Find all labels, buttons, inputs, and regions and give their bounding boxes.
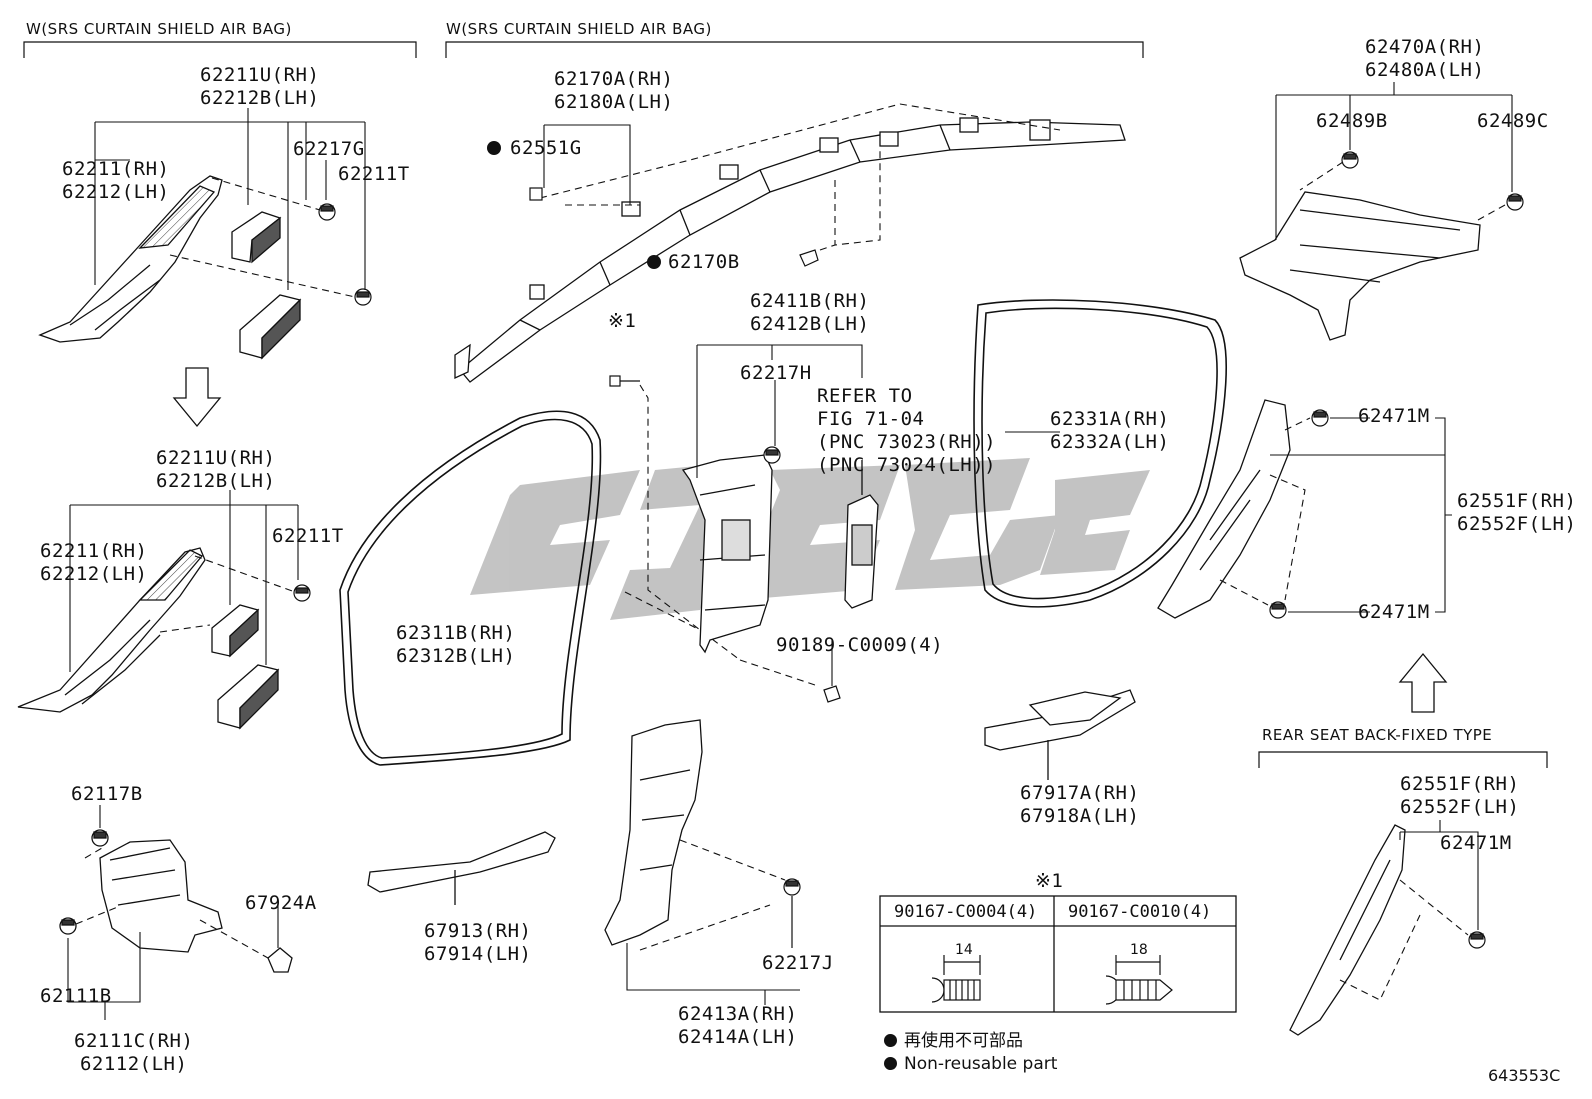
- leader-lines-left-top: [94, 108, 366, 290]
- label-67913[interactable]: 67913(RH)67914(LH): [424, 920, 532, 965]
- screw-drawing-1: [931, 955, 981, 1003]
- rear-scuff-plate: [984, 689, 1136, 780]
- label-62211T-lower[interactable]: 62211T: [272, 525, 344, 547]
- roof-garnish-leaders: [1275, 82, 1513, 240]
- header-brackets: [23, 41, 1548, 768]
- label-62471M-upper[interactable]: 62471M: [1358, 405, 1430, 427]
- rear-door-weatherstrip: [973, 299, 1227, 608]
- label-62170A[interactable]: 62170A(RH)62180A(LH): [554, 68, 674, 113]
- label-62217H[interactable]: 62217H: [740, 362, 812, 384]
- diagram-code: 643553C: [1488, 1066, 1561, 1085]
- dashed-lines-left-mid: [159, 555, 296, 633]
- leader-lines-left-mid: [69, 490, 299, 672]
- label-67924A[interactable]: 67924A: [245, 892, 317, 914]
- label-62489B[interactable]: 62489B: [1316, 110, 1388, 132]
- screw-table: [879, 895, 1237, 1013]
- cowl-side-trim: [59, 829, 293, 973]
- quarter-trim-lower: [1289, 824, 1406, 1036]
- label-62311B[interactable]: 62311B(RH)62312B(LH): [396, 622, 516, 667]
- bullet-icon: [884, 1057, 897, 1070]
- lower-pillar-leaders: [626, 943, 800, 1005]
- label-62117B[interactable]: 62117B: [71, 783, 143, 805]
- label-62211U-upper[interactable]: 62211U(RH)62212B(LH): [200, 64, 320, 109]
- label-62489C[interactable]: 62489C: [1477, 110, 1549, 132]
- front-scuff-plate: [367, 831, 556, 905]
- screw-table-col2-header[interactable]: 90167-C0010(4): [1068, 902, 1212, 922]
- quarter-trim-upper: [1157, 399, 1291, 619]
- label-62470A[interactable]: 62470A(RH)62480A(LH): [1365, 36, 1485, 81]
- roof-garnish-clips: [1341, 151, 1524, 211]
- quarter-lower-leaders: [1399, 820, 1479, 930]
- header-left: W(SRS CURTAIN SHIELD AIR BAG): [26, 20, 292, 38]
- middle-dashed: [624, 384, 816, 686]
- roof-side-inner-garnish: [1239, 191, 1481, 341]
- a-pillar-garnish-lower: [17, 547, 206, 713]
- quarter-trim-clips: [1269, 409, 1329, 619]
- screw-table-col1-header[interactable]: 90167-C0004(4): [894, 902, 1038, 922]
- lower-pillar-dashed: [639, 839, 786, 951]
- clip-lower: [293, 584, 311, 602]
- label-62331A[interactable]: 62331A(RH)62332A(LH): [1050, 408, 1170, 453]
- label-67917A[interactable]: 67917A(RH)67918A(LH): [1020, 782, 1140, 827]
- quarter-lower-dashed: [1339, 879, 1469, 1001]
- label-62111B[interactable]: 62111B: [40, 985, 112, 1007]
- roof-garnish-dashed: [1299, 161, 1506, 221]
- center-leaders: [696, 344, 863, 686]
- screw-2-length: 18: [1130, 942, 1148, 958]
- quarter-trim-leaders: [1270, 417, 1452, 613]
- arrow-down-left: [172, 367, 222, 428]
- header-rear-seat-type: REAR SEAT BACK-FIXED TYPE: [1262, 726, 1493, 744]
- label-62211-lower[interactable]: 62211(RH)62212(LH): [40, 540, 148, 585]
- clip-62217J: [783, 878, 801, 948]
- label-62170B[interactable]: 62170B: [668, 251, 740, 273]
- a-pillar-garnish-upper: [38, 175, 223, 343]
- label-ref-note-1-table: ※1: [1035, 870, 1064, 892]
- label-62211-upper[interactable]: 62211(RH)62212(LH): [62, 158, 170, 203]
- arrow-up-right: [1398, 652, 1448, 713]
- label-62217G[interactable]: 62217G: [293, 138, 365, 160]
- label-62211T-upper[interactable]: 62211T: [338, 163, 410, 185]
- header-middle: W(SRS CURTAIN SHIELD AIR BAG): [446, 20, 712, 38]
- watermark: [470, 458, 1150, 620]
- center-clip: [763, 446, 841, 703]
- pad-blocks-upper: [231, 211, 302, 360]
- curtain-shield-airbag: [454, 117, 1126, 383]
- airbag-clips: [529, 187, 819, 267]
- screw-1-length: 14: [955, 942, 973, 958]
- legend-non-reusable-en: Non-reusable part: [884, 1054, 1057, 1074]
- label-62411B[interactable]: 62411B(RH)62412B(LH): [750, 290, 870, 335]
- quarter-lower-clip: [1468, 931, 1486, 949]
- label-62551F-upper[interactable]: 62551F(RH)62552F(LH): [1457, 490, 1577, 535]
- clips-upper: [318, 203, 372, 306]
- legend-non-reusable-jp: 再使用不可部品: [884, 1026, 1023, 1051]
- label-62471M-middle[interactable]: 62471M: [1358, 601, 1430, 623]
- screw-drawing-2: [1105, 955, 1173, 1005]
- center-pillar-garnish-lower: [604, 719, 703, 946]
- label-62211U-lower[interactable]: 62211U(RH)62212B(LH): [156, 447, 276, 492]
- leader-lines-left-bottom: [67, 805, 279, 1020]
- label-62217J[interactable]: 62217J: [762, 952, 834, 974]
- label-62413A[interactable]: 62413A(RH)62414A(LH): [678, 1003, 798, 1048]
- center-pillar-garnish-upper: [681, 454, 773, 654]
- quarter-trim-dashed: [1219, 417, 1311, 606]
- label-62111C[interactable]: 62111C(RH)62112(LH): [74, 1030, 194, 1075]
- airbag-dashed: [539, 103, 1061, 251]
- label-62551F-lower[interactable]: 62551F(RH)62552F(LH): [1400, 773, 1520, 818]
- front-door-weatherstrip: [339, 410, 602, 766]
- screw-middle: [609, 375, 640, 387]
- bullet-icon: [884, 1034, 897, 1047]
- label-62471M-lower[interactable]: 62471M: [1440, 832, 1512, 854]
- label-90189-C0009[interactable]: 90189-C0009(4): [776, 634, 944, 656]
- label-62551G[interactable]: 62551G: [510, 137, 582, 159]
- dashed-lines-left-top: [169, 177, 356, 298]
- label-ref-note-1-middle: ※1: [608, 310, 637, 332]
- airbag-leaders: [543, 124, 631, 205]
- seat-belt-cover: [844, 460, 879, 609]
- pad-blocks-lower: [211, 604, 280, 730]
- dashed-lines-left-bottom: [75, 847, 269, 959]
- bullet-marks: [487, 141, 661, 269]
